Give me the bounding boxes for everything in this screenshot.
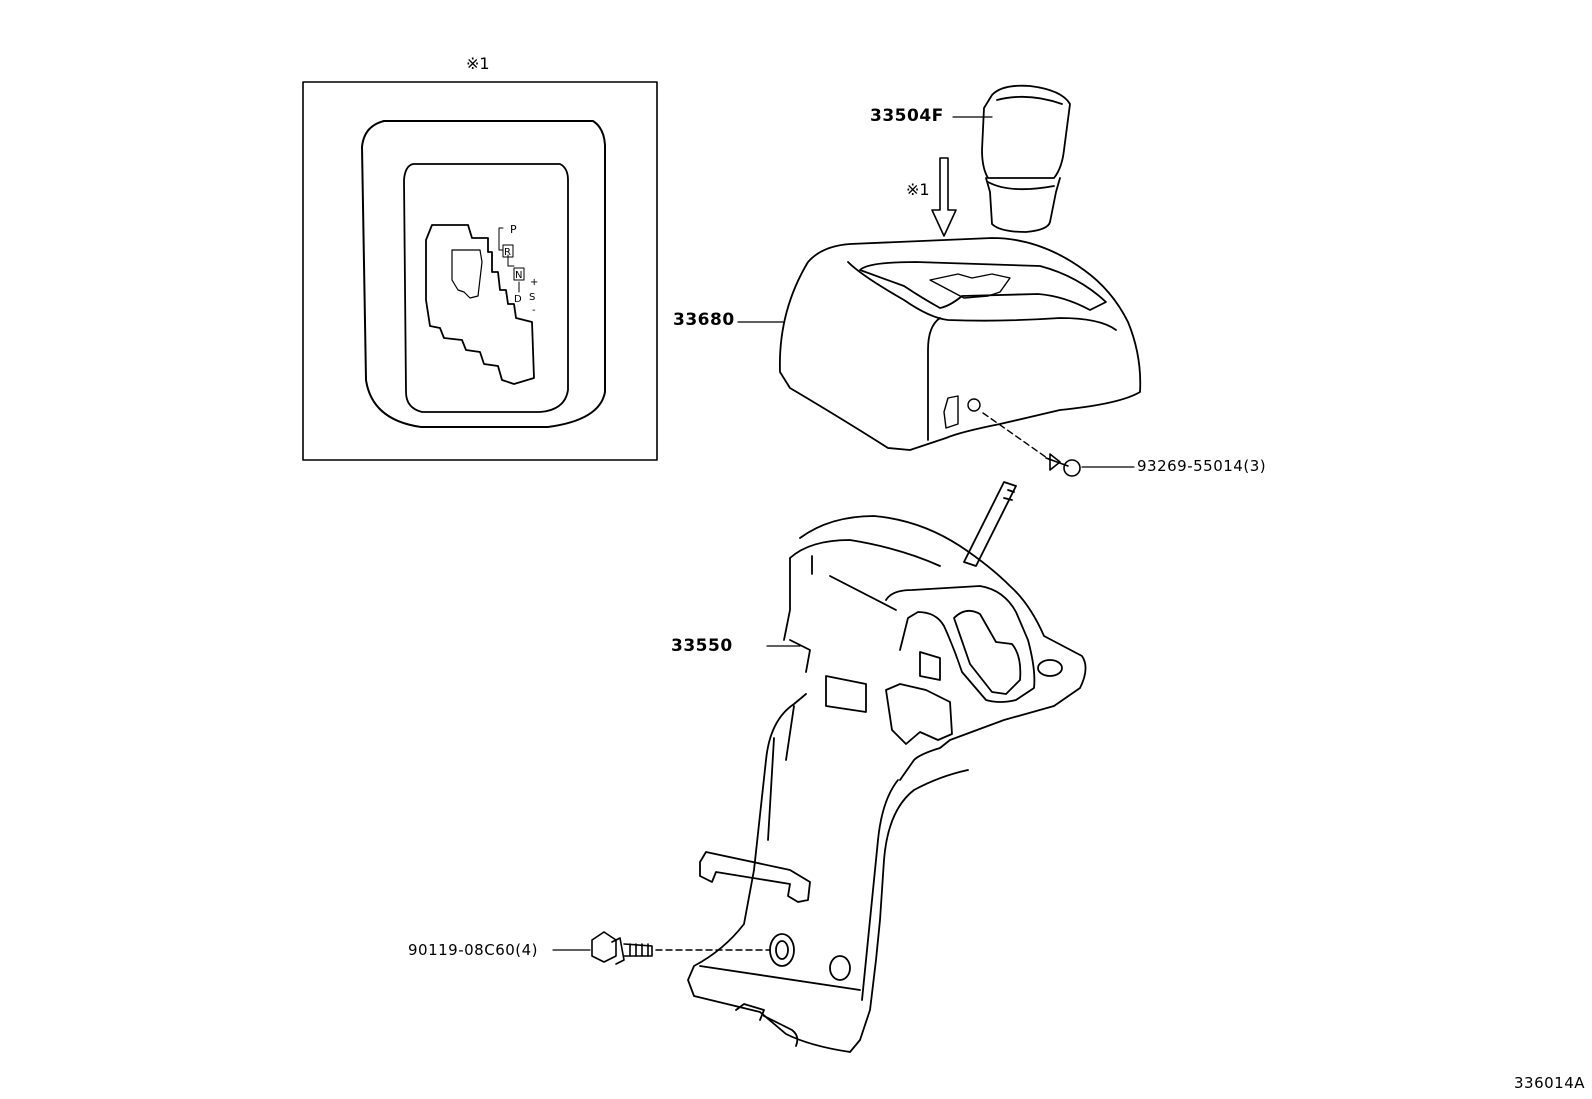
screw-drawing (1045, 453, 1081, 477)
svg-text:N: N (515, 270, 522, 281)
svg-text:D: D (514, 294, 522, 305)
shift-knob-drawing (981, 84, 1071, 233)
label-bolt: 90119-08C60(4) (408, 941, 539, 959)
label-shift-knob: 33504F (870, 106, 944, 126)
bolt-drawing (591, 931, 653, 965)
shift-lever-assembly-drawing (687, 481, 1087, 1053)
screw-leader-dashed (982, 412, 1051, 461)
label-shift-lever-assembly: 33550 (671, 636, 733, 656)
label-screw: 93269-55014(3) (1137, 457, 1267, 475)
install-direction-arrow (931, 157, 957, 237)
inset-reference-mark: ※1 (466, 54, 490, 73)
svg-text:+: + (530, 277, 538, 288)
gate-position-letters: P R N D S + - (498, 223, 538, 316)
svg-text:P: P (510, 223, 517, 236)
indicator-housing-drawing (779, 237, 1142, 451)
inset-gate-detail: P R N D S + - (302, 81, 658, 461)
leader-lines (552, 116, 1135, 951)
svg-text:-: - (532, 305, 536, 316)
svg-text:S: S (529, 292, 535, 303)
diagram-code: 336014A (1514, 1074, 1586, 1092)
label-indicator-housing: 33680 (673, 310, 735, 330)
arrow-reference-mark: ※1 (906, 180, 930, 199)
svg-text:R: R (504, 247, 511, 258)
